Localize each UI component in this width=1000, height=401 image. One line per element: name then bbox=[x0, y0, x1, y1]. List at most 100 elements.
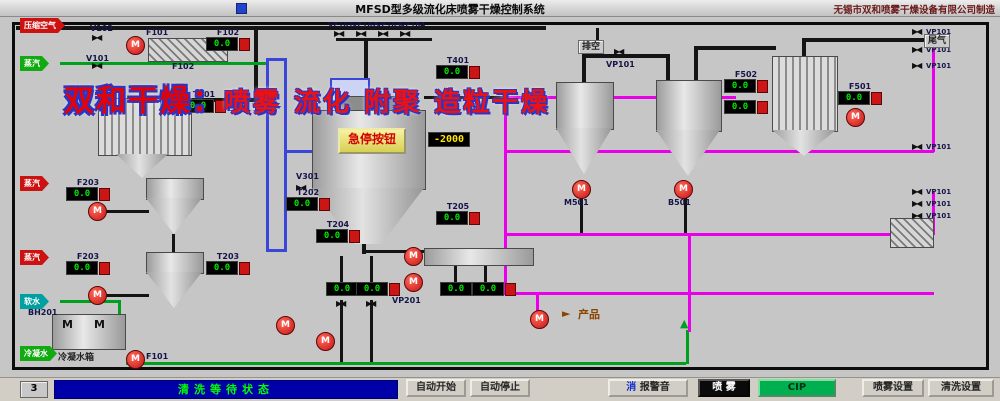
label-vp101-r3: VP101 bbox=[926, 62, 952, 70]
label-vp101-mid: VP101 bbox=[606, 60, 635, 69]
instrument-value: 0.0 bbox=[206, 261, 238, 275]
product-label: 产品 bbox=[578, 308, 600, 321]
pipe bbox=[362, 244, 366, 254]
instrument-value: 0.0 bbox=[286, 197, 318, 211]
condensate-tank bbox=[52, 314, 126, 350]
pipe bbox=[802, 38, 930, 42]
pipe bbox=[340, 300, 343, 362]
instrument-label: F203 bbox=[76, 178, 100, 187]
valve-v301[interactable]: ▶◀ bbox=[296, 183, 306, 192]
cip-button[interactable]: CIP bbox=[758, 379, 836, 397]
pump-cyclone-a[interactable]: M bbox=[88, 202, 107, 221]
label-f101: F101 bbox=[146, 28, 169, 37]
pump-f101-top[interactable]: M bbox=[126, 36, 145, 55]
valve-vp103[interactable]: ▶◀ bbox=[378, 29, 388, 38]
manufacturer-label: 无锡市双和喷雾干燥设备有限公司制造 bbox=[833, 5, 995, 16]
unit-badge bbox=[469, 65, 480, 79]
valve-vp101-r3[interactable]: ▶◀ bbox=[912, 61, 922, 70]
pipe bbox=[266, 58, 287, 61]
valve-vp101-mid[interactable]: ▶◀ bbox=[614, 47, 624, 56]
valve-vp101-r6[interactable]: ▶◀ bbox=[912, 199, 922, 208]
pipe bbox=[370, 300, 373, 362]
instrument-f203a: F203 0.0 bbox=[66, 178, 110, 201]
unit-badge bbox=[99, 187, 110, 201]
fan-chamber-2[interactable]: M bbox=[404, 273, 423, 292]
emergency-stop-button[interactable]: 急停按钮 bbox=[338, 128, 406, 154]
instrument-f102: F102 0.0 bbox=[206, 28, 250, 51]
pipe bbox=[504, 96, 736, 99]
pipe bbox=[580, 196, 583, 234]
pump-bottom-2[interactable]: M bbox=[316, 332, 335, 351]
valve-vp101-r2[interactable]: ▶◀ bbox=[912, 45, 922, 54]
tail-gas-tag: 尾气 bbox=[924, 34, 951, 48]
instrument-label: T202 bbox=[296, 188, 320, 197]
cyclone-c-body bbox=[556, 82, 614, 130]
pipe bbox=[582, 54, 586, 84]
label-vp103: VP103 bbox=[376, 21, 402, 29]
feed-tag-condensate: 冷凝水 bbox=[20, 346, 57, 361]
pump-cyclone-b[interactable]: M bbox=[88, 286, 107, 305]
feed-tag-compressed-air: 压缩空气 bbox=[20, 18, 65, 33]
green-arrow-up-icon: ▲ bbox=[680, 317, 689, 330]
instrument-t204: T204 0.0 bbox=[316, 220, 360, 243]
auto-stop-button[interactable]: 自动停止 bbox=[470, 379, 530, 397]
label-vp101-r6: VP101 bbox=[926, 200, 952, 208]
valve-vp101-r7[interactable]: ▶◀ bbox=[912, 211, 922, 220]
pump-bottom-3[interactable]: M bbox=[530, 310, 549, 329]
valve-vp101-r1[interactable]: ▶◀ bbox=[912, 27, 922, 36]
valve-vp101-r4[interactable]: ▶◀ bbox=[912, 142, 922, 151]
auto-start-button[interactable]: 自动开始 bbox=[406, 379, 466, 397]
pipe bbox=[105, 210, 149, 213]
label-vp101-r1: VP101 bbox=[926, 28, 952, 36]
instrument-label: T401 bbox=[446, 56, 470, 65]
product-arrow-icon: ► bbox=[562, 307, 571, 320]
valve-vp102[interactable]: ▶◀ bbox=[356, 29, 366, 38]
instrument-t205: T205 0.0 bbox=[436, 202, 480, 225]
unit-badge bbox=[757, 100, 768, 114]
pipe bbox=[364, 41, 368, 97]
pump-f101-bottom[interactable]: M bbox=[126, 350, 145, 369]
valve-v101[interactable]: ▶◀ bbox=[92, 61, 102, 70]
instrument-label: T203 bbox=[216, 252, 240, 261]
fluid-bed-conveyor bbox=[424, 248, 534, 266]
pipe bbox=[504, 150, 934, 153]
valve-vp101-r5[interactable]: ▶◀ bbox=[912, 187, 922, 196]
pipe bbox=[284, 58, 287, 252]
instrument-t203: T203 0.0 bbox=[206, 252, 250, 275]
rotary-valve-b501[interactable]: M bbox=[674, 180, 693, 199]
cyclone-a-body bbox=[146, 178, 204, 200]
instrument-value: 0.0 bbox=[436, 65, 468, 79]
instrument-value: 0.0 bbox=[182, 99, 214, 113]
mute-alarm-button[interactable]: 消 报警音 bbox=[608, 379, 688, 397]
instrument-value: 0.0 bbox=[206, 37, 238, 51]
unit-badge bbox=[349, 229, 360, 243]
instrument-value: 0.0 bbox=[66, 187, 98, 201]
rotary-valve-m501[interactable]: M bbox=[572, 180, 591, 199]
pipe bbox=[694, 46, 698, 84]
fan-exhaust[interactable]: M bbox=[846, 108, 865, 127]
label-vp102: VP102 bbox=[352, 21, 378, 29]
pipe bbox=[118, 300, 121, 316]
valve-bottom-1[interactable]: ▶◀ bbox=[336, 299, 346, 308]
valve-vp104[interactable]: ▶◀ bbox=[400, 29, 410, 38]
mute-label: 报警音 bbox=[639, 382, 670, 393]
clean-settings-button[interactable]: 清洗设置 bbox=[928, 379, 994, 397]
pipe bbox=[504, 292, 934, 295]
fan-chamber-1[interactable]: M bbox=[404, 247, 423, 266]
pipe bbox=[684, 196, 687, 234]
valve-v102[interactable]: ▶◀ bbox=[92, 33, 102, 42]
valve-bottom-2[interactable]: ▶◀ bbox=[366, 299, 376, 308]
spray-button[interactable]: 喷 雾 bbox=[698, 379, 750, 397]
valve-vp101[interactable]: ▶◀ bbox=[334, 29, 344, 38]
spray-settings-button[interactable]: 喷雾设置 bbox=[862, 379, 924, 397]
feed-tag-steam-2: 蒸汽 bbox=[20, 176, 49, 191]
pipe bbox=[424, 96, 558, 99]
unit-badge bbox=[319, 197, 330, 211]
cyclone-d-body bbox=[656, 80, 722, 132]
instrument-chamber-pressure: -2000 bbox=[428, 132, 470, 147]
pipe bbox=[340, 256, 343, 282]
pump-bottom-1[interactable]: M bbox=[276, 316, 295, 335]
unit-badge bbox=[215, 99, 226, 113]
pipe bbox=[686, 330, 689, 364]
pipe bbox=[172, 234, 175, 254]
